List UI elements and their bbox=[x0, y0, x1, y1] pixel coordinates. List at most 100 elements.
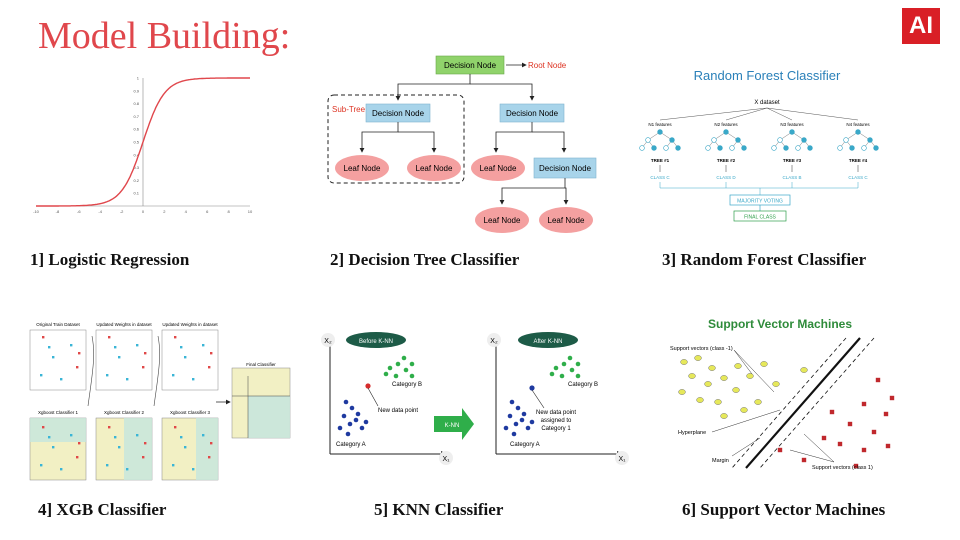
lr-x-tick: -10 bbox=[33, 209, 40, 214]
tree-decision-node: Decision Node bbox=[506, 109, 559, 118]
rf-class-label: CLASS C bbox=[650, 175, 670, 180]
xgb-point bbox=[40, 464, 43, 467]
xgb-point bbox=[202, 434, 205, 437]
rf-features-label: N1 features bbox=[648, 122, 672, 127]
rf-tree-node bbox=[645, 137, 651, 143]
rf-tree-node bbox=[855, 129, 861, 135]
lr-y-tick: 0.8 bbox=[133, 101, 139, 106]
lr-y-tick: 0.3 bbox=[133, 165, 139, 170]
rf-tree-node bbox=[801, 137, 807, 143]
rf-tree-node bbox=[651, 145, 657, 151]
xgb-point bbox=[210, 442, 213, 445]
rf-tree-node bbox=[861, 145, 867, 151]
svm-point-class-neg bbox=[688, 373, 696, 379]
xgb-final-label: Final Classifier bbox=[246, 362, 276, 367]
knn-point-category-a bbox=[343, 399, 349, 405]
knn-point-category-a bbox=[515, 405, 521, 411]
rf-features-label: N4 features bbox=[846, 122, 870, 127]
xgb-point bbox=[208, 456, 211, 459]
xgb-point bbox=[106, 464, 109, 467]
tree-leaf-node: Leaf Node bbox=[480, 164, 517, 173]
caption-random-forest: 3] Random Forest Classifier bbox=[662, 250, 867, 269]
knn-point-category-b bbox=[575, 373, 581, 379]
decision-tree-figure: Sub-Tree Decision Node Root Node Decisio… bbox=[327, 55, 597, 233]
xgb-point bbox=[202, 344, 205, 347]
rf-tree-node bbox=[723, 129, 729, 135]
lr-x-tick: -4 bbox=[98, 209, 102, 214]
rf-class-label: CLASS C bbox=[848, 175, 868, 180]
tree-leaf-node: Leaf Node bbox=[416, 164, 453, 173]
rf-class-label: CLASS B bbox=[782, 175, 801, 180]
rf-class-label: CLASS D bbox=[716, 175, 736, 180]
svm-point-class-pos bbox=[801, 457, 807, 463]
knn-new-point bbox=[365, 383, 371, 389]
knn-point-category-a bbox=[507, 413, 513, 419]
knn-point-category-b bbox=[409, 361, 415, 367]
caption-xgb: 4] XGB Classifier bbox=[38, 500, 167, 519]
rf-tree-node bbox=[771, 145, 777, 151]
svm-point-class-neg bbox=[714, 399, 722, 405]
xgb-point bbox=[126, 378, 129, 381]
rf-tree-node bbox=[657, 129, 663, 135]
knn-new-point-label: New data point bbox=[378, 408, 418, 414]
knn-assigned-line1: New data point bbox=[536, 410, 576, 416]
brand-logo: AI bbox=[902, 8, 940, 44]
xgb-point bbox=[210, 352, 213, 355]
svm-point-class-neg bbox=[708, 365, 716, 371]
knn-point-category-a bbox=[345, 431, 351, 437]
knn-axis-x1: X₁ bbox=[442, 456, 450, 463]
knn-point-category-b bbox=[569, 367, 575, 373]
rf-tree-node bbox=[639, 145, 645, 151]
tree-leaf-node: Leaf Node bbox=[548, 216, 585, 225]
knn-point-category-b bbox=[553, 365, 559, 371]
svm-point-class-neg bbox=[696, 397, 704, 403]
xgb-top-label: Original Train Dataset bbox=[36, 322, 80, 327]
knn-point-category-a bbox=[509, 399, 515, 405]
rf-tree-node bbox=[711, 137, 717, 143]
rf-tree-node bbox=[717, 145, 723, 151]
xgb-point bbox=[174, 426, 177, 429]
xgb-point bbox=[144, 352, 147, 355]
lr-x-tick: -6 bbox=[77, 209, 81, 214]
svm-point-class-neg bbox=[760, 361, 768, 367]
lr-y-tick: 0.6 bbox=[133, 127, 139, 132]
caption-svm: 6] Support Vector Machines bbox=[682, 500, 886, 519]
svm-point-class-neg bbox=[740, 407, 748, 413]
knn-point-category-a bbox=[355, 411, 361, 417]
tree-root-node: Decision Node bbox=[444, 61, 497, 70]
svm-point-class-pos bbox=[853, 463, 859, 469]
xgb-point bbox=[48, 436, 51, 439]
lr-y-tick: 0.9 bbox=[133, 88, 139, 93]
svm-figure: Support Vector Machines Support vectors … bbox=[670, 317, 895, 471]
knn-axis-x1: X₁ bbox=[618, 456, 626, 463]
svm-point-class-neg bbox=[800, 367, 808, 373]
rf-tree-node bbox=[837, 145, 843, 151]
subtree-label: Sub-Tree bbox=[332, 105, 366, 114]
rf-tree-node bbox=[849, 145, 855, 151]
xgb-point bbox=[70, 344, 73, 347]
rf-tree-node bbox=[663, 145, 669, 151]
knn-category-b: Category B bbox=[568, 382, 598, 388]
xgb-point bbox=[184, 356, 187, 359]
xgb-point bbox=[78, 442, 81, 445]
xgb-point bbox=[60, 468, 63, 471]
caption-decision-tree: 2] Decision Tree Classifier bbox=[330, 250, 520, 269]
xgb-bottom-label: Xgboost Classifier 2 bbox=[104, 410, 145, 415]
xgb-point bbox=[52, 356, 55, 359]
rf-tree-node bbox=[783, 145, 789, 151]
xgb-point bbox=[144, 442, 147, 445]
rf-tree-label: TREE #1 bbox=[651, 158, 670, 163]
xgb-point bbox=[118, 446, 121, 449]
lr-y-tick: 0.5 bbox=[133, 140, 139, 145]
xgb-point bbox=[172, 374, 175, 377]
knn-point-category-a bbox=[525, 425, 531, 431]
xgb-point bbox=[192, 468, 195, 471]
tree-decision-node: Decision Node bbox=[539, 164, 592, 173]
knn-new-point bbox=[529, 385, 535, 391]
page-title: Model Building: bbox=[38, 15, 291, 57]
xgb-point bbox=[142, 366, 145, 369]
sigmoid-curve bbox=[36, 77, 250, 207]
xgb-point bbox=[52, 446, 55, 449]
xgb-point bbox=[136, 434, 139, 437]
